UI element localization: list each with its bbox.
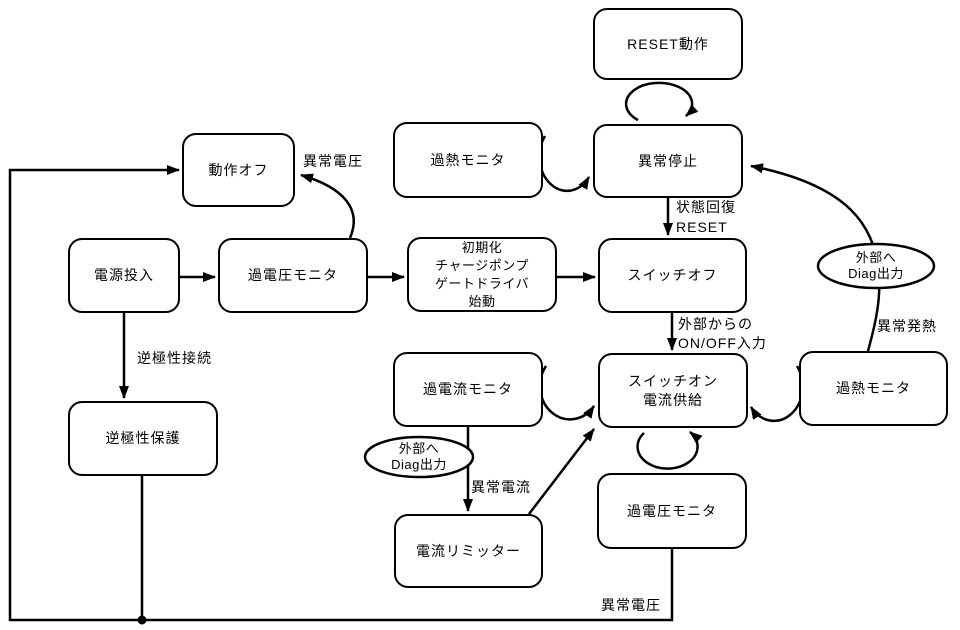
arrow-ovbottom-to-operationoff bbox=[8, 165, 674, 622]
junction-dot bbox=[137, 615, 147, 625]
node-initialization: 初期化 チャージポンプ ゲートドライバ 始動 bbox=[407, 237, 557, 312]
edge-label-abnormal-voltage-bottom: 異常電圧 bbox=[601, 597, 661, 613]
edge-label-line: RESET bbox=[676, 219, 728, 235]
node-line: 始動 bbox=[468, 293, 496, 309]
node-line: スイッチオン bbox=[628, 372, 718, 389]
node-line: チャージポンプ bbox=[435, 257, 529, 273]
edge-label-line: 外部からの bbox=[678, 316, 753, 332]
loop-reset-stop bbox=[624, 81, 699, 122]
node-overvoltage-monitor-mid: 過電圧モニタ bbox=[218, 238, 368, 313]
edge-label-state-recovery: 状態回復 RESET bbox=[676, 197, 736, 237]
diag-output-ellipse-mid bbox=[363, 435, 475, 479]
node-overcurrent-monitor: 過電流モニタ bbox=[393, 352, 543, 427]
callout-diag-output-right: 外部へ Diag出力 bbox=[818, 246, 934, 286]
loop-ocmonitor-switchon bbox=[538, 365, 596, 421]
diag-output-ellipse-right bbox=[816, 242, 936, 290]
callout-line: Diag出力 bbox=[848, 266, 904, 281]
node-current-limiter: 電流リミッター bbox=[394, 514, 543, 588]
callout-line: 外部へ bbox=[398, 441, 440, 456]
node-line: ゲートドライバ bbox=[434, 275, 530, 291]
loop-heatright-switchon bbox=[749, 365, 804, 423]
callout-diag-output-mid: 外部へ Diag出力 bbox=[365, 438, 473, 476]
node-line: 初期化 bbox=[461, 239, 503, 255]
edge-label-abnormal-voltage-top: 異常電圧 bbox=[303, 153, 363, 169]
loop-heattop-stop bbox=[538, 135, 591, 193]
edge-label-abnormal-current: 異常電流 bbox=[471, 479, 531, 495]
node-reverse-polarity-protection: 逆極性保護 bbox=[68, 401, 218, 476]
callout-line: 外部へ bbox=[855, 250, 897, 265]
node-overheat-monitor-right: 過熱モニタ bbox=[799, 351, 948, 426]
arrow-limiter-to-switchon bbox=[528, 428, 595, 515]
node-switch-off: スイッチオフ bbox=[598, 238, 747, 313]
node-power-on: 電源投入 bbox=[68, 238, 180, 313]
node-line: 電流供給 bbox=[643, 391, 703, 408]
node-overheat-monitor-left: 過熱モニタ bbox=[393, 122, 543, 198]
arrow-ovmid-to-operationoff bbox=[300, 173, 355, 239]
node-operation-off: 動作オフ bbox=[182, 133, 295, 207]
edge-label-line: ON/OFF入力 bbox=[678, 335, 767, 351]
edge-label-external-onoff: 外部からの ON/OFF入力 bbox=[678, 315, 767, 353]
edge-label-line: 状態回復 bbox=[676, 199, 736, 215]
node-reset-operation: RESET動作 bbox=[593, 8, 743, 80]
node-switch-on: スイッチオン 電流供給 bbox=[598, 353, 748, 428]
callout-line: Diag出力 bbox=[391, 457, 447, 472]
node-overvoltage-monitor-bottom: 過電圧モニタ bbox=[597, 473, 747, 549]
edge-label-reverse-polarity: 逆極性接続 bbox=[137, 350, 212, 366]
loop-ovbottom-switchon bbox=[636, 431, 703, 470]
node-abnormal-stop: 異常停止 bbox=[593, 124, 743, 198]
edge-label-abnormal-heat: 異常発熱 bbox=[877, 318, 937, 334]
